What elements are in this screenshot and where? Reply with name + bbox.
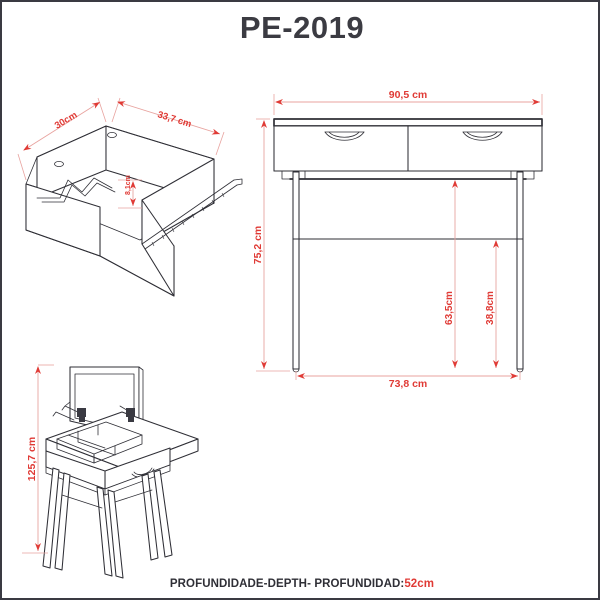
depth-note-label: PROFUNDIDADE-DEPTH- PROFUNDIDAD: — [169, 578, 405, 590]
dim-drawer-depth: 33,7 cm — [156, 109, 193, 130]
depth-note-value: 52cm — [404, 578, 435, 590]
page-title: PE-2019 — [239, 10, 365, 45]
dim-desk-total-height: 75,2 cm — [252, 226, 264, 265]
desk-front-elevation: 90,5 cm 75,2 cm 63,5cm 38,8cm 73,8 cm — [252, 89, 543, 390]
dim-desk-brace-height: 38,8cm — [485, 291, 496, 325]
dim-drawer-height: 8,1cm — [125, 175, 132, 195]
dim-drawer-width: 30cm — [53, 110, 80, 132]
depth-note: PROFUNDIDADE-DEPTH- PROFUNDIDAD:52cm — [2, 578, 600, 590]
drawer-exploded-view: 30cm 33,7 cm 8,1cm — [17, 97, 243, 297]
dim-desk-total-width: 90,5 cm — [389, 89, 428, 101]
vanity-open-mirror-perspective: 125,7 cm — [22, 364, 199, 579]
dim-vanity-open-height: 125,7 cm — [26, 437, 38, 481]
dim-desk-leg-span: 73,8 cm — [389, 378, 428, 390]
dim-desk-leg-clearance: 63,5cm — [444, 291, 455, 325]
